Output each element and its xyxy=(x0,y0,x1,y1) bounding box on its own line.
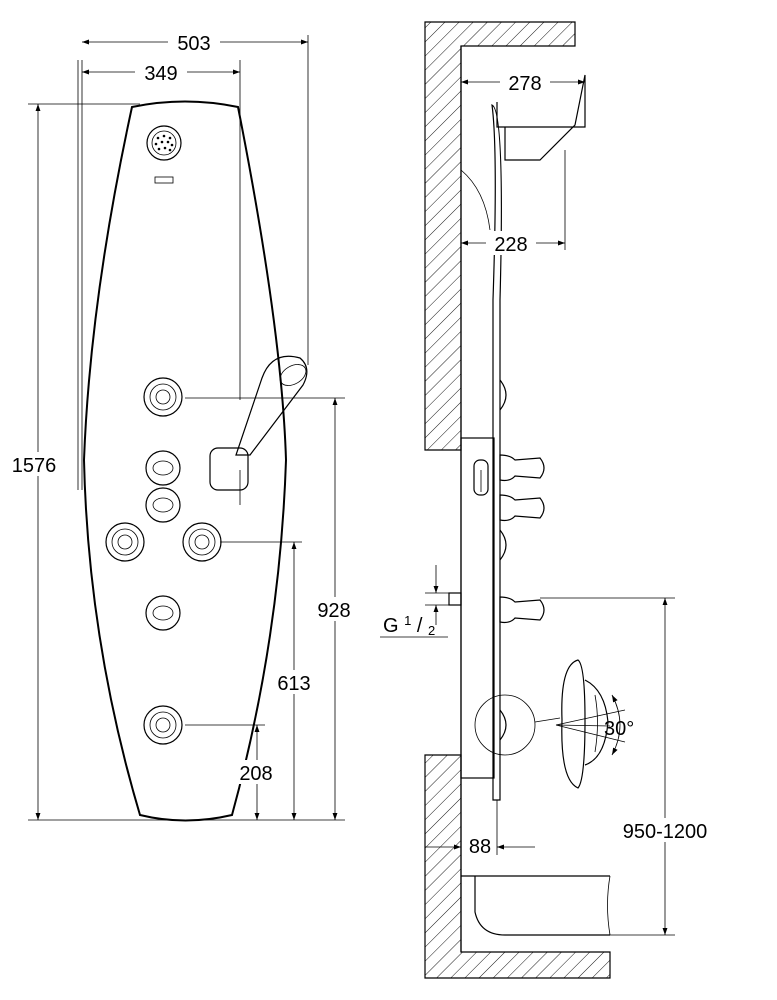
dim-install-height: 950-1200 xyxy=(623,821,708,843)
jet-angle-label: 30° xyxy=(604,718,634,740)
connection-thread-label: G 1 / 2 xyxy=(383,608,435,638)
hand-shower-icon xyxy=(209,355,308,505)
dim-bottom-jet-height: 208 xyxy=(239,763,272,785)
dim-panel-width: 349 xyxy=(144,63,177,85)
dim-floor-gap: 88 xyxy=(469,836,491,858)
hand-shower-holder-icon xyxy=(473,459,489,496)
knob-side-icon xyxy=(499,596,545,624)
body-jet-icon xyxy=(143,377,183,417)
knob-side-icon xyxy=(499,494,545,522)
body-jet-icon xyxy=(105,522,145,562)
dim-mid-jets-height: 613 xyxy=(277,673,310,695)
panel-outline xyxy=(82,100,288,822)
valve-knob-icon xyxy=(145,487,181,523)
shower-tray xyxy=(461,875,610,936)
knob-side-icon xyxy=(499,454,545,482)
body-jet-icon xyxy=(143,705,183,745)
dim-top-jet-height: 928 xyxy=(317,600,350,622)
dim-overall-width: 503 xyxy=(177,33,210,55)
panel-side-profile xyxy=(491,104,502,801)
side-dimensions: 278 228 G 1 / 2 30° 88 950-1200 xyxy=(380,70,716,936)
overhead-shower-side xyxy=(496,74,586,161)
dim-overall-height: 1576 xyxy=(12,455,57,477)
dim-head-depth: 278 xyxy=(508,73,541,95)
front-view xyxy=(77,60,308,822)
valve-knob-icon xyxy=(145,450,181,486)
dim-head-depth-inner: 228 xyxy=(494,234,527,256)
side-view xyxy=(424,21,626,979)
body-jet-icon xyxy=(182,522,222,562)
front-dimensions: 503 349 1576 928 613 208 xyxy=(5,30,358,821)
wall-lower xyxy=(424,754,611,979)
jet-detail-icon xyxy=(555,659,626,789)
overhead-shower-icon xyxy=(146,125,182,184)
valve-knob-icon xyxy=(145,595,181,631)
